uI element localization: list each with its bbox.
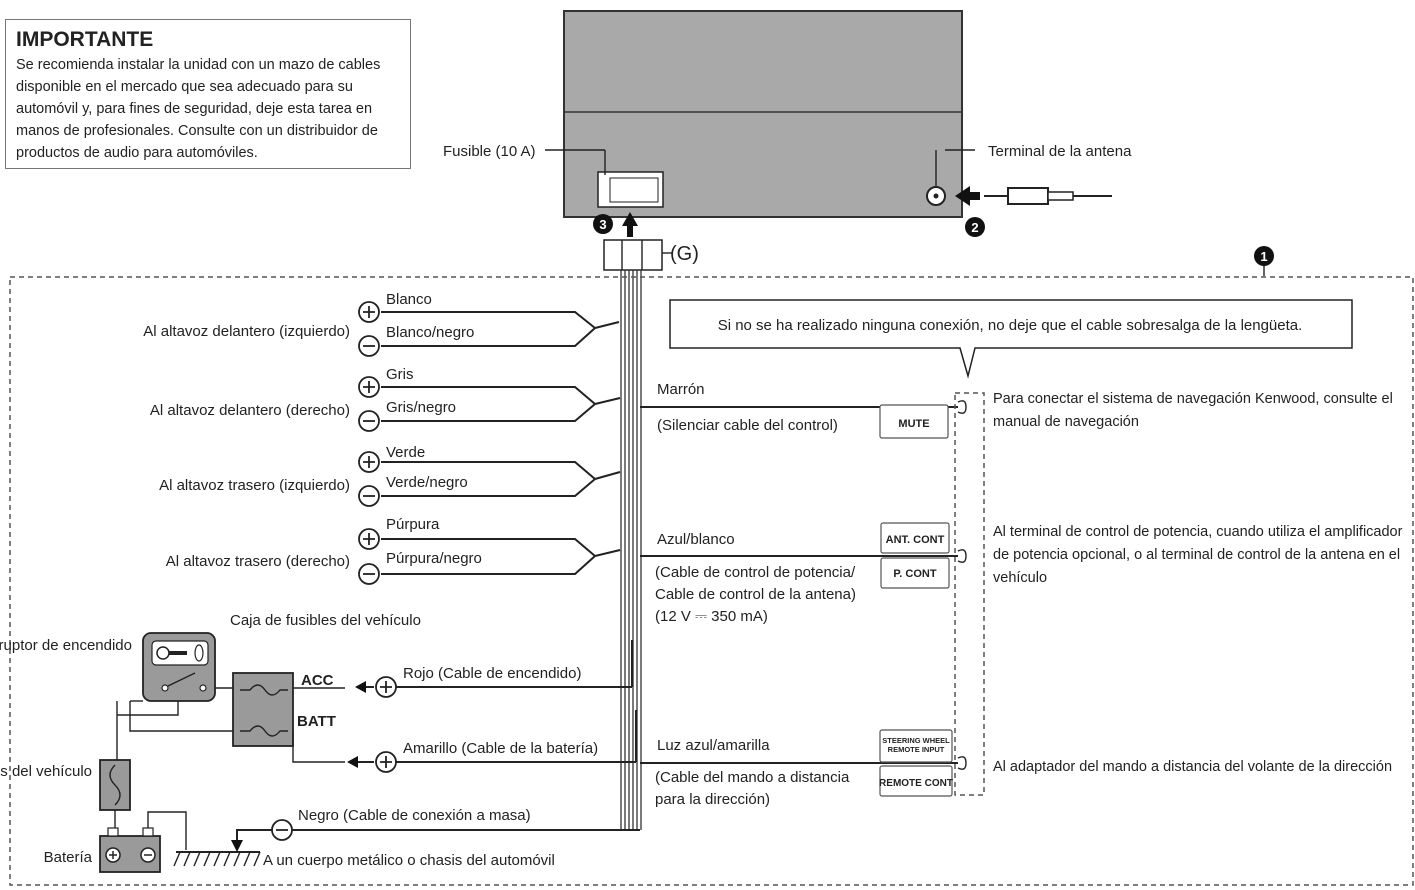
note-navigation: Para conectar el sistema de navegación K…: [993, 391, 1393, 430]
marker-1: 1: [1260, 249, 1267, 264]
speaker-group-4: Púrpura Púrpura/negro Al altavoz trasero…: [166, 516, 621, 585]
antenna-plug: [955, 186, 1112, 206]
marker-3: 3: [599, 217, 606, 232]
speaker-dest-front-right: Al altavoz delantero (derecho): [150, 402, 350, 419]
fuse-box-top-label: Caja de fusibles del vehículo: [230, 612, 421, 629]
fuse-box-left-label: Caja de fusibles del vehículo: [0, 763, 92, 780]
wire-label-blanco-negro: Blanco/negro: [386, 324, 474, 341]
speaker-group-3: Verde Verde/negro Al altavoz trasero (iz…: [159, 444, 621, 507]
batt-label: BATT: [297, 713, 336, 730]
wire-label-marron: Marrón: [657, 381, 705, 398]
ignition-switch: [142, 632, 216, 702]
acc-label: ACC: [301, 672, 334, 689]
wire-label-azul-blanco: Azul/blanco: [657, 531, 735, 548]
wire-label-amarillo: Amarillo (Cable de la batería): [403, 740, 598, 757]
wire-label-gris: Gris: [386, 366, 414, 383]
wire-desc-ant-cont: (Cable de control de potencia/ Cable de …: [655, 564, 856, 625]
marker-2: 2: [971, 220, 978, 235]
note-power-control: Al terminal de control de potencia, cuan…: [993, 524, 1403, 586]
battery-label: Batería: [44, 849, 93, 866]
tag-mute: MUTE: [898, 418, 929, 430]
optional-bracket: [954, 392, 985, 796]
wire-label-blanco: Blanco: [386, 291, 432, 308]
callout-box: [669, 299, 1353, 379]
speaker-group-1: Blanco Blanco/negro Al altavoz delantero…: [143, 291, 620, 357]
wire-label-verde-negro: Verde/negro: [386, 474, 468, 491]
important-box: IMPORTANTE Se recomienda instalar la uni…: [5, 19, 411, 169]
tag-p-cont: P. CONT: [893, 568, 936, 580]
wire-label-purpura-negro: Púrpura/negro: [386, 550, 482, 567]
vehicle-fuse-box-left: [99, 759, 131, 811]
fuse-label: Fusible (10 A): [443, 143, 536, 160]
wire-label-negro: Negro (Cable de conexión a masa): [298, 807, 531, 824]
speaker-dest-rear-left: Al altavoz trasero (izquierdo): [159, 477, 350, 494]
speaker-dest-rear-right: Al altavoz trasero (derecho): [166, 553, 350, 570]
wire-label-purpura: Púrpura: [386, 516, 440, 533]
harness-connector: [603, 239, 663, 271]
ignition-switch-label: Interruptor de encendido: [0, 637, 132, 654]
important-title: IMPORTANTE: [16, 28, 154, 51]
important-text: Se recomienda instalar la unidad con un …: [16, 57, 381, 161]
wire-label-gris-negro: Gris/negro: [386, 399, 456, 416]
wire-desc-steering: (Cable del mando a distancia para la dir…: [655, 769, 850, 808]
speaker-group-2: Gris Gris/negro Al altavoz delantero (de…: [150, 366, 621, 432]
speaker-dest-front-left: Al altavoz delantero (izquierdo): [143, 323, 350, 340]
battery: [99, 827, 161, 873]
callout-text: Si no se ha realizado ninguna conexión, …: [718, 317, 1303, 334]
harness-boundary: [9, 276, 1414, 886]
wire-label-rojo: Rojo (Cable de encendido): [403, 665, 581, 682]
ground-symbol: [173, 851, 261, 867]
tag-steering-wheel-remote-input: STEERING WHEEL REMOTE INPUT: [882, 736, 950, 754]
note-steering-adapter: Al adaptador del mando a distancia del v…: [993, 759, 1393, 775]
vehicle-fuse-box-top: [232, 672, 294, 747]
wire-label-verde: Verde: [386, 444, 425, 461]
wire-label-luz-azul-amarilla: Luz azul/amarilla: [657, 737, 770, 754]
tag-ant-cont: ANT. CONT: [886, 534, 945, 546]
g-label: (G): [670, 243, 699, 265]
ground-label: A un cuerpo metálico o chasis del automó…: [263, 852, 555, 869]
wire-desc-mute: (Silenciar cable del control): [657, 417, 838, 434]
tag-remote-cont: REMOTE CONT: [879, 778, 953, 789]
antenna-label: Terminal de la antena: [988, 143, 1132, 160]
